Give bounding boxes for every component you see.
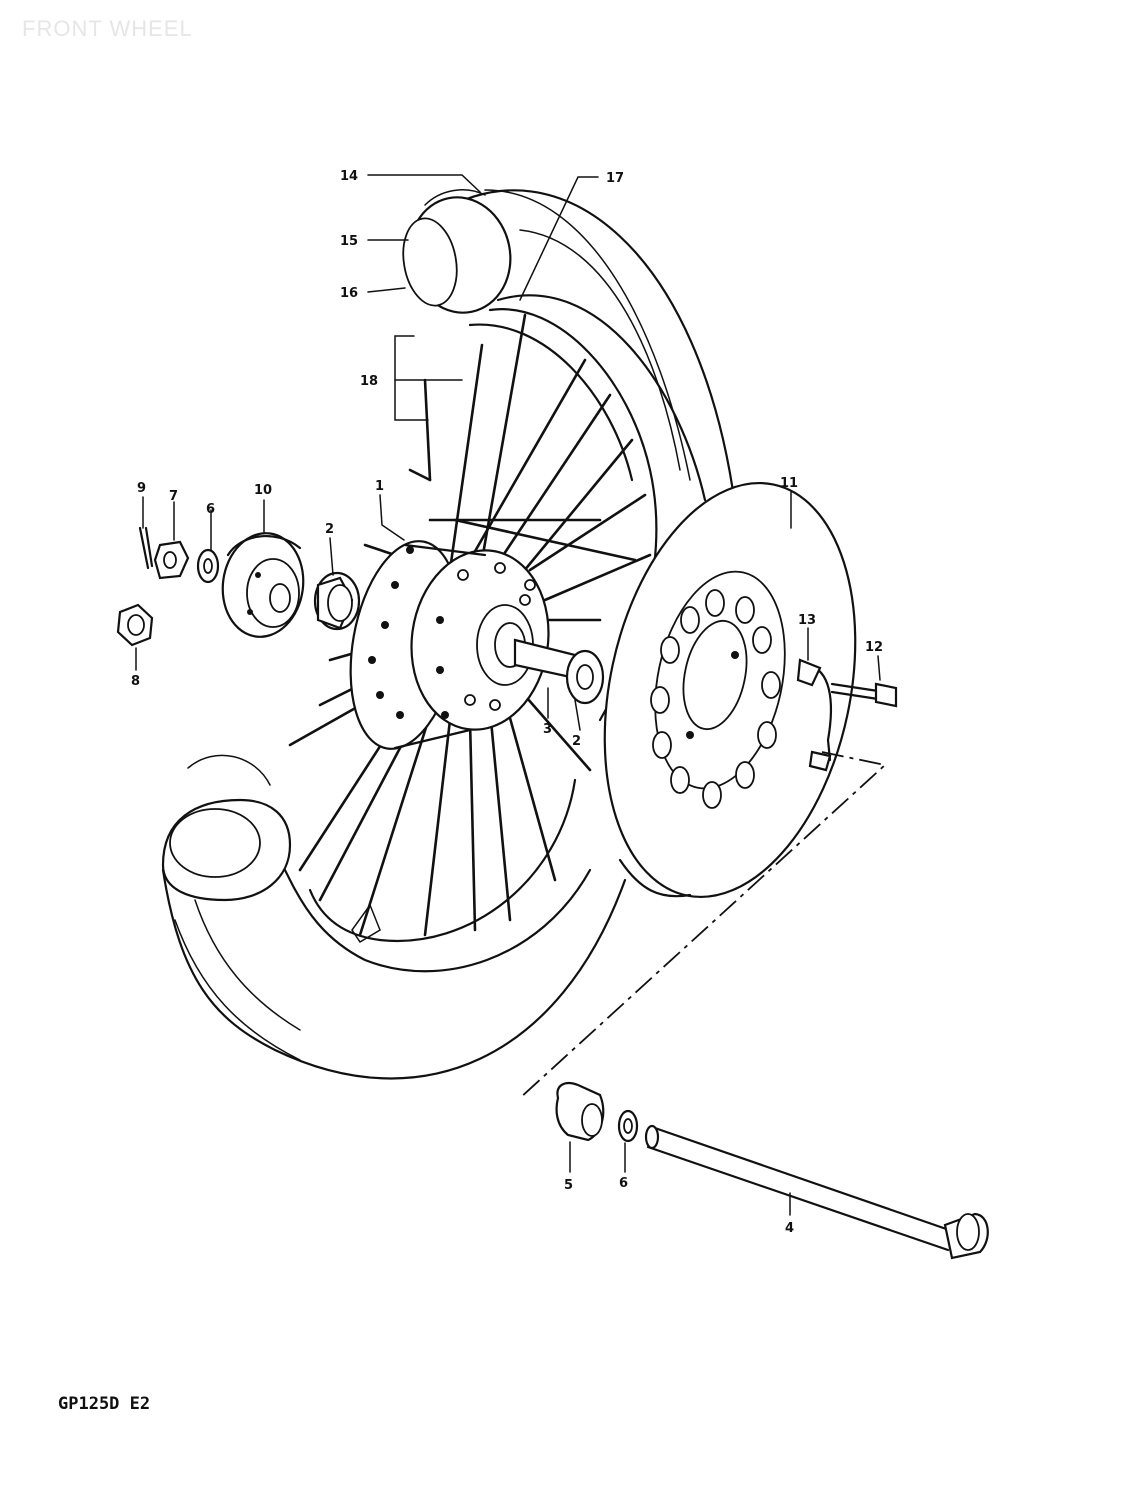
cotter-pin [138,526,154,570]
callout-labels: 14 15 16 17 18 1 9 7 6 10 2 8 3 2 11 13 … [131,169,883,1236]
axle-nut [153,540,190,580]
callout-15: 15 [340,234,358,249]
right-spacer [555,1081,605,1142]
tire [161,189,737,1080]
spacer-and-bearing [313,571,605,705]
callout-4: 4 [785,1221,794,1236]
callout-7: 7 [169,489,178,504]
assembly-line [519,751,887,1099]
disc-vent-holes [650,589,781,809]
callout-3: 3 [543,722,552,737]
callout-6-left: 6 [206,502,215,517]
speedometer-gearbox [221,532,305,638]
callout-14: 14 [340,169,358,184]
disc-bolt [830,682,898,708]
callout-18: 18 [360,374,378,389]
front-axle [644,1124,989,1260]
callout-10: 10 [254,483,272,498]
right-washer [617,1109,639,1143]
cap-nut [116,603,154,647]
hub-bolt-holes [368,546,536,719]
left-washer [196,548,220,584]
page-title: FRONT WHEEL [22,16,193,41]
callout-11: 11 [780,476,798,491]
brake-disc [603,481,857,899]
callout-9: 9 [137,481,146,496]
callout-17: 17 [606,171,624,186]
callout-8: 8 [131,674,140,689]
callout-13: 13 [798,613,816,628]
callout-16: 16 [340,286,358,301]
leader-lines [135,174,881,1216]
callout-2-right: 2 [572,734,581,749]
callout-6-right: 6 [619,1176,628,1191]
wheel-hub [349,540,550,750]
lock-plate [796,658,833,772]
callout-2-left: 2 [325,522,334,537]
callout-5: 5 [564,1178,573,1193]
callout-1: 1 [375,479,384,494]
callout-12: 12 [865,640,883,655]
model-code: GP125D E2 [58,1394,151,1414]
